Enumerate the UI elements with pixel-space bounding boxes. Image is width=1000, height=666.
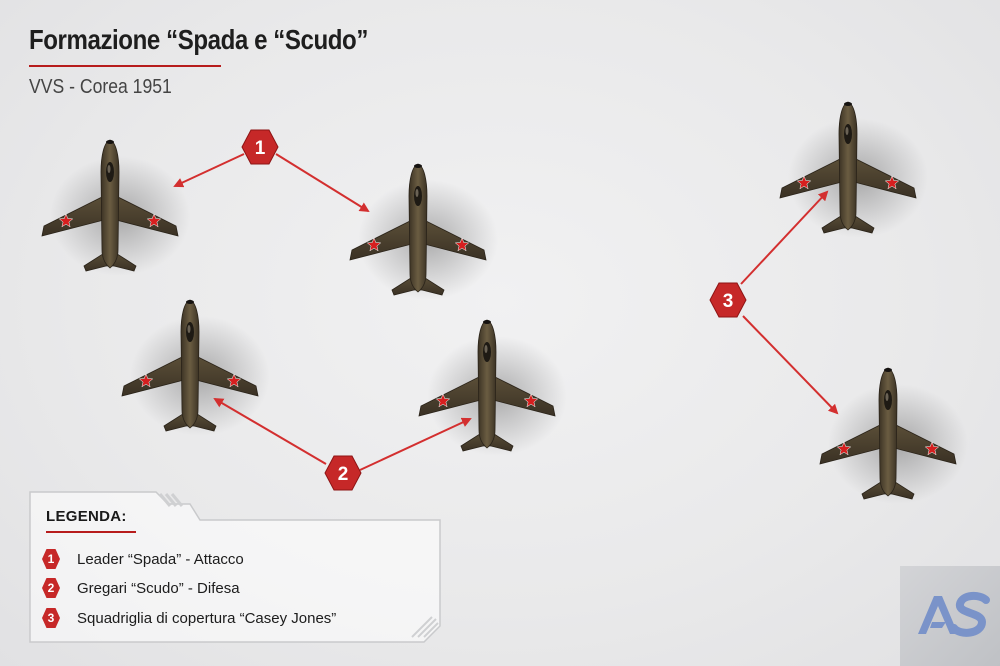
legend-item-1: 1 Leader “Spada” - Attacco [42, 548, 244, 570]
aircraft-wingman-2a [122, 300, 270, 436]
aircraft-wingman-2b [419, 320, 567, 456]
legend-title-underline [46, 531, 136, 533]
aircraft-leader-1a [42, 140, 190, 276]
badge-3: 3 [710, 283, 746, 317]
arrow-2-right [360, 419, 470, 470]
arrow-1-left [175, 154, 244, 186]
watermark-logo [900, 566, 1000, 666]
arrow-3-up [741, 192, 827, 284]
aircraft-leader-1b [350, 164, 498, 300]
arrow-1-right [276, 154, 368, 211]
badge-2: 2 [325, 456, 361, 490]
arrow-2-left [215, 399, 326, 464]
legend-badge-3: 3 [42, 608, 60, 628]
legend-label-1: Leader “Spada” - Attacco [77, 551, 244, 568]
svg-text:2: 2 [338, 464, 349, 485]
badge-1: 1 [242, 130, 278, 164]
aircraft-cover-3b [820, 368, 968, 504]
svg-text:3: 3 [723, 291, 734, 312]
legend-badge-1: 1 [42, 549, 60, 569]
svg-text:1: 1 [255, 138, 266, 159]
legend-label-2: Gregari “Scudo” - Difesa [77, 580, 240, 597]
legend-badge-2: 2 [42, 578, 60, 598]
legend-item-3: 3 Squadriglia di copertura “Casey Jones” [42, 607, 336, 629]
legend-item-2: 2 Gregari “Scudo” - Difesa [42, 577, 240, 599]
legend-title: LEGENDA: [46, 508, 127, 525]
arrow-3-down [743, 316, 837, 413]
legend-label-3: Squadriglia di copertura “Casey Jones” [77, 610, 336, 627]
